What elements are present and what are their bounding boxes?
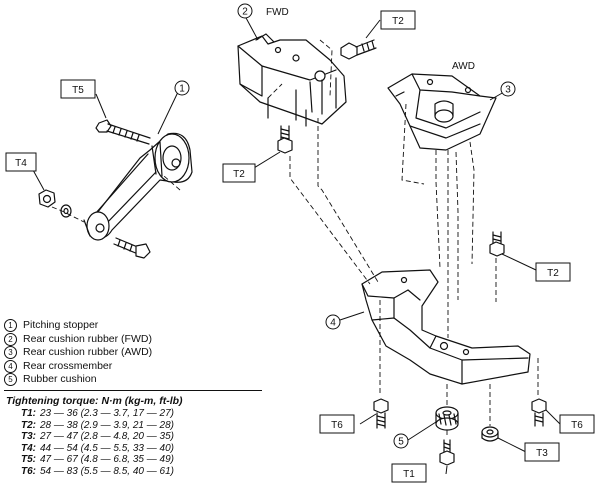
legend-item-text: Rear cushion rubber (AWD) [23, 346, 153, 358]
torque-row: T1: 23 — 36 (2.3 — 3.7, 17 — 27) [6, 408, 276, 420]
torque-row-id: T3: [21, 431, 36, 443]
tag-t2-mid-label: T2 [233, 169, 245, 180]
rear-cushion-fwd-part [237, 33, 347, 127]
torque-row: T3: 27 — 47 (2.8 — 4.8, 20 — 35) [6, 431, 276, 443]
legend-item: 3 Rear cushion rubber (AWD) [4, 346, 262, 360]
t5-bolt [95, 119, 151, 145]
callout-4: 4 [325, 314, 341, 330]
legend-item-text: Rubber cushion [23, 373, 97, 385]
torque-row: T4: 44 — 54 (4.5 — 5.5, 33 — 40) [6, 443, 276, 455]
legend-item: 5 Rubber cushion [4, 373, 262, 387]
stopper-lower-bolt [113, 237, 151, 259]
legend-item: 2 Rear cushion rubber (FWD) [4, 333, 262, 347]
torque-row-value: 54 — 83 (5.5 — 8.5, 40 — 61) [40, 465, 174, 477]
t3-nut [481, 426, 499, 442]
torque-row: T5: 47 — 67 (4.8 — 6.8, 35 — 49) [6, 454, 276, 466]
t2-mid-bolt [277, 125, 293, 154]
fwd-label: FWD [266, 7, 289, 18]
leader-lines [32, 15, 561, 475]
tag-t6-left-label: T6 [331, 420, 343, 431]
torque-row-id: T4: [21, 442, 36, 454]
torque-row-id: T5: [21, 454, 36, 466]
t2-right-bolt [489, 231, 505, 257]
torque-row-value: 28 — 38 (2.9 — 3.9, 21 — 28) [40, 419, 174, 431]
torque-row-id: T1: [21, 408, 36, 419]
tag-t5: T5 [60, 79, 96, 99]
tag-t4: T4 [5, 152, 37, 172]
t6-right-bolt [531, 398, 547, 427]
tag-t2-right-label: T2 [547, 268, 559, 279]
tag-t1-label: T1 [403, 469, 415, 480]
callout-2: 2 [237, 3, 253, 19]
tag-t6-left: T6 [319, 414, 355, 434]
rubber-cushion-part [435, 406, 459, 431]
tag-t3: T3 [524, 442, 560, 462]
parts-legend: 1 Pitching stopper 2 Rear cushion rubber… [4, 319, 262, 387]
legend-item-text: Rear crossmember [23, 359, 113, 372]
tag-t5-label: T5 [72, 85, 84, 96]
callout-1-number: 1 [179, 84, 185, 95]
t6-left-bolt [373, 398, 389, 429]
tag-t3-label: T3 [536, 448, 548, 459]
legend-item-text: Pitching stopper [23, 319, 99, 331]
callout-1: 1 [174, 80, 190, 96]
tag-t2-top: T2 [380, 10, 416, 30]
legend-item-number: 5 [4, 373, 17, 387]
legend-item-text: Rear cushion rubber (FWD) [23, 332, 152, 345]
torque-row-value: 44 — 54 (4.5 — 5.5, 33 — 40) [40, 442, 174, 454]
t2-top-bolt [340, 39, 377, 60]
t1-bolt [439, 439, 455, 466]
callout-2-number: 2 [242, 7, 248, 18]
pitching-stopper-part [83, 132, 193, 241]
awd-label: AWD [452, 61, 475, 72]
legend-divider [4, 390, 262, 391]
callout-3: 3 [500, 81, 516, 97]
tag-t2-top-label: T2 [392, 16, 404, 27]
torque-row-id: T2: [21, 419, 36, 431]
callout-3-number: 3 [505, 85, 511, 96]
callout-4-number: 4 [330, 318, 336, 329]
torque-row-value: 47 — 67 (4.8 — 6.8, 35 — 49) [40, 454, 174, 466]
torque-title: Tightening torque: N·m (kg-m, ft-lb) [6, 395, 183, 407]
legend-item-number: 1 [4, 319, 17, 333]
assembly-lines [51, 39, 539, 438]
tag-t2-right: T2 [535, 262, 571, 282]
torque-spec-table: Tightening torque: N·m (kg-m, ft-lb) T1:… [6, 395, 276, 478]
tag-t4-label: T4 [15, 158, 27, 169]
legend-item: 1 Pitching stopper [4, 319, 262, 333]
legend-item: 4 Rear crossmember [4, 360, 262, 374]
legend-item-number: 2 [4, 332, 17, 346]
legend-item-number: 3 [4, 346, 17, 360]
torque-row-value: 27 — 47 (2.8 — 4.8, 20 — 35) [40, 431, 174, 443]
tag-t6-right: T6 [559, 414, 595, 434]
rear-crossmember-part [361, 269, 531, 385]
tag-t6-right-label: T6 [571, 420, 583, 431]
tag-t2-mid: T2 [222, 163, 256, 183]
legend-item-number: 4 [4, 359, 17, 373]
rear-cushion-awd-part [387, 73, 497, 151]
torque-row-value: 23 — 36 (2.3 — 3.7, 17 — 27) [40, 408, 174, 419]
tag-t1: T1 [391, 463, 427, 483]
callout-5: 5 [393, 433, 409, 449]
torque-row: T2: 28 — 38 (2.9 — 3.9, 21 — 28) [6, 420, 276, 432]
torque-row-id: T6: [21, 465, 36, 477]
torque-row: T6: 54 — 83 (5.5 — 8.5, 40 — 61) [6, 466, 276, 478]
t4-nut [38, 189, 72, 218]
callout-5-number: 5 [398, 437, 404, 448]
